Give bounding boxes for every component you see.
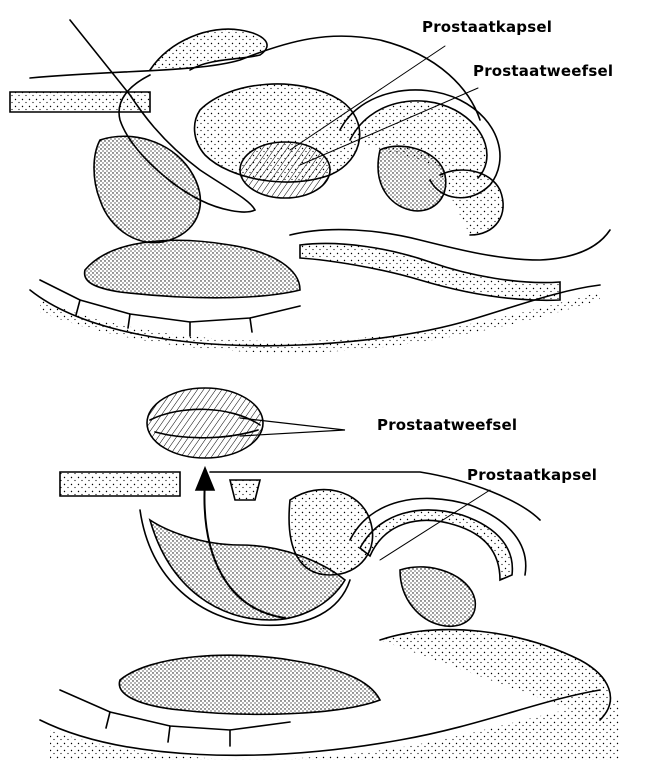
top-label-prostate-tissue: Prostaatweefsel — [473, 62, 613, 80]
bottom-panel-drawing — [40, 388, 620, 760]
bottom-label-prostate-tissue: Prostaatweefsel — [377, 416, 517, 434]
bottom-label-prostate-capsule: Prostaatkapsel — [467, 466, 597, 484]
bottom-bladder — [289, 490, 373, 575]
bottom-abdominal-wall — [60, 472, 180, 496]
bottom-rectum — [119, 655, 380, 714]
removed-prostate-specimen — [147, 388, 263, 458]
top-lower-skin-fill — [40, 292, 600, 353]
top-prostate — [240, 142, 330, 198]
top-rectum — [85, 240, 300, 297]
top-label-prostate-capsule: Prostaatkapsel — [422, 18, 552, 36]
